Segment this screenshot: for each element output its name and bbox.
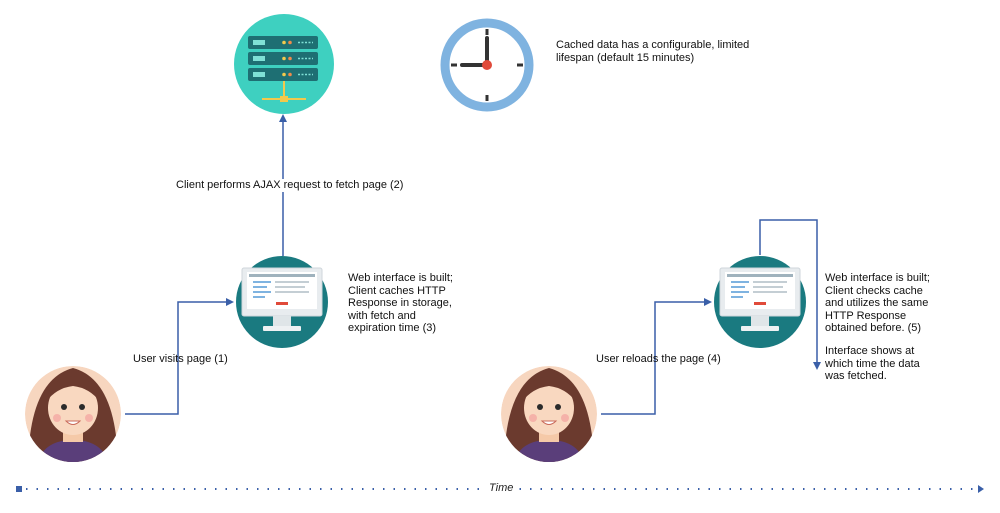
time-axis-label: Time: [486, 482, 517, 494]
ajax-request-label: Client performs AJAX request to fetch pa…: [176, 179, 416, 192]
user-visits-label: User visits page (1): [133, 353, 228, 365]
connector-arrows: [125, 114, 821, 415]
monitor-icon: [236, 256, 328, 348]
time-axis: [16, 485, 984, 493]
server-icon: [234, 14, 334, 114]
interface-built-label-2: Web interface is built; Client checks ca…: [825, 272, 930, 334]
user-avatar-icon: [501, 366, 597, 462]
clock-icon: [440, 18, 534, 112]
arrow-user-visits: [125, 298, 234, 415]
cache-lifespan-note: Cached data has a configurable, limited …: [556, 39, 750, 64]
interface-shows-label: Interface shows at which time the data w…: [825, 345, 920, 382]
user-reloads-label: User reloads the page (4): [596, 353, 721, 365]
user-avatar-icon: [25, 366, 121, 462]
monitor-icon: [714, 256, 806, 348]
arrow-cache-loop: [759, 219, 821, 370]
arrow-user-reloads: [601, 298, 712, 415]
interface-built-label-1: Web interface is built; Client caches HT…: [348, 272, 453, 334]
